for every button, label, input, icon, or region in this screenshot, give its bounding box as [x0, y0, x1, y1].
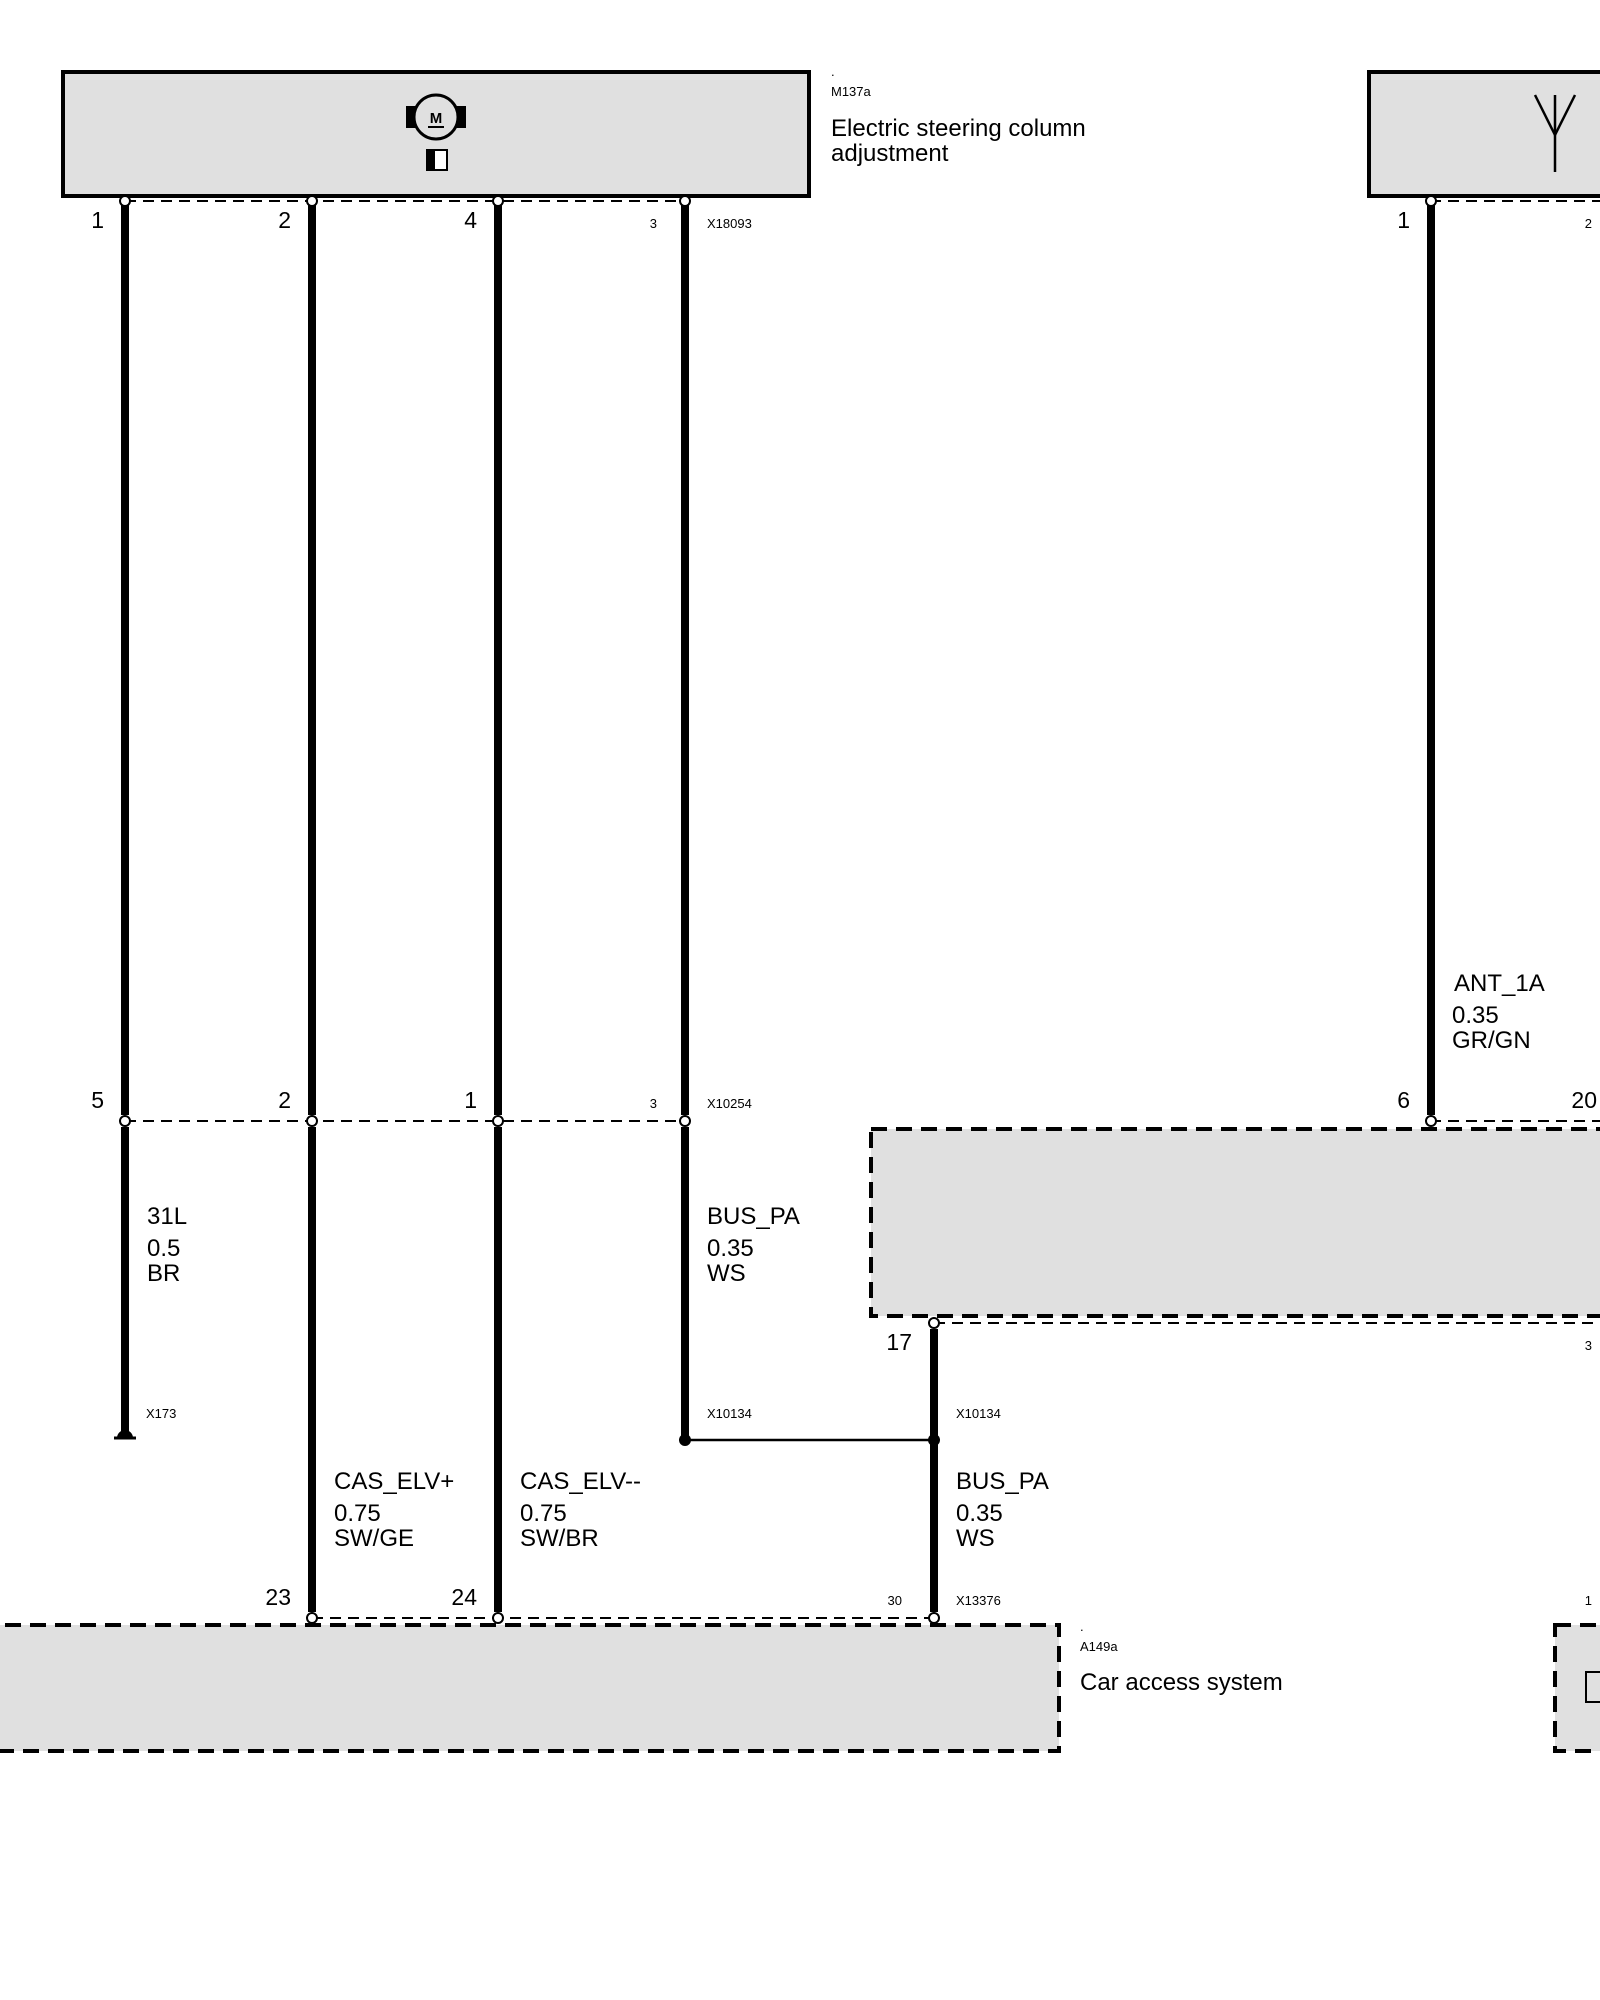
wire-31l-color: BR [147, 1260, 180, 1287]
splice-dot-right [928, 1434, 940, 1446]
antenna-module-box [1367, 70, 1600, 198]
wire-bus-pa-upper-gauge: 0.35 [707, 1235, 754, 1262]
pin-x18093-2: 2 [278, 207, 291, 233]
wire-bus-pa-lower-signal: BUS_PA [956, 1468, 1049, 1495]
connector-x13376: X13376 [956, 1593, 1001, 1608]
middle-module-box [869, 1127, 1600, 1318]
wire-ant-1a-gauge: 0.35 [1452, 1002, 1499, 1029]
m137a-name-line2: adjustment [831, 140, 949, 167]
ground-icon [114, 1430, 136, 1440]
pin-x18093-3: 3 [650, 216, 657, 231]
switch-symbol-icon [426, 149, 448, 171]
wire-31l-gauge: 0.5 [147, 1235, 180, 1262]
antenna-icon [1533, 94, 1577, 172]
wire-bus-pa-lower-color: WS [956, 1525, 995, 1552]
wire-cas-elv-plus-color: SW/GE [334, 1525, 414, 1552]
wire-cas-elv-plus-signal: CAS_ELV+ [334, 1468, 454, 1495]
pin-x10254-3: 3 [650, 1096, 657, 1111]
pin-x13376-30: 30 [888, 1593, 902, 1608]
pin-x18093-4: 4 [464, 207, 477, 233]
pin-x18093-1: 1 [91, 207, 104, 233]
pin-module-17: 17 [886, 1329, 912, 1355]
pin-right-bottom-1: 1 [1585, 1593, 1592, 1608]
connector-x10254: X10254 [707, 1096, 752, 1111]
pin-x13376-24: 24 [451, 1584, 477, 1610]
pin-antenna-top-2: 2 [1585, 216, 1592, 231]
wire-cas-elv-minus-signal: CAS_ELV-- [520, 1468, 641, 1495]
right-bottom-symbol [1585, 1671, 1600, 1703]
a149a-id: A149a [1080, 1639, 1118, 1654]
pin-antenna-top-1: 1 [1397, 207, 1410, 233]
wire-cas-elv-plus-gauge: 0.75 [334, 1500, 381, 1527]
wire-bus-pa-upper-color: WS [707, 1260, 746, 1287]
connector-x10134-right: X10134 [956, 1406, 1001, 1421]
pin-x10254-2: 2 [278, 1087, 291, 1113]
wire-ant-1a-signal: ANT_1A [1454, 970, 1545, 997]
wire-cas-elv-minus-color: SW/BR [520, 1525, 599, 1552]
right-bottom-module-box [1553, 1623, 1600, 1753]
wire-bus-pa-lower-gauge: 0.35 [956, 1500, 1003, 1527]
connector-x173: X173 [146, 1406, 176, 1421]
splice-dot-left [679, 1434, 691, 1446]
pin-antenna-bottom-20: 20 [1571, 1087, 1597, 1113]
pin-module-3: 3 [1585, 1338, 1592, 1353]
wire-31l-signal: 31L [147, 1203, 187, 1230]
motor-symbol-icon: M [406, 93, 466, 141]
a149a-dot: . [1080, 1619, 1084, 1634]
wire-ant-1a-color: GR/GN [1452, 1027, 1531, 1054]
m137a-dot: . [831, 64, 835, 79]
pin-terminal-marks [119, 195, 1437, 1624]
wire-bus-pa-upper-signal: BUS_PA [707, 1203, 800, 1230]
wire-cas-elv-minus-gauge: 0.75 [520, 1500, 567, 1527]
pin-x10254-5: 5 [91, 1087, 104, 1113]
motor-letter: M [430, 110, 443, 127]
pin-x10254-1: 1 [464, 1087, 477, 1113]
a149a-name: Car access system [1080, 1669, 1283, 1696]
connector-x10134-left: X10134 [707, 1406, 752, 1421]
pin-x13376-23: 23 [265, 1584, 291, 1610]
m137a-id: M137a [831, 84, 872, 99]
connector-x18093: X18093 [707, 216, 752, 231]
m137a-name-line1: Electric steering column [831, 115, 1086, 142]
pin-antenna-bottom-6: 6 [1397, 1087, 1410, 1113]
car-access-system-box [0, 1623, 1061, 1753]
